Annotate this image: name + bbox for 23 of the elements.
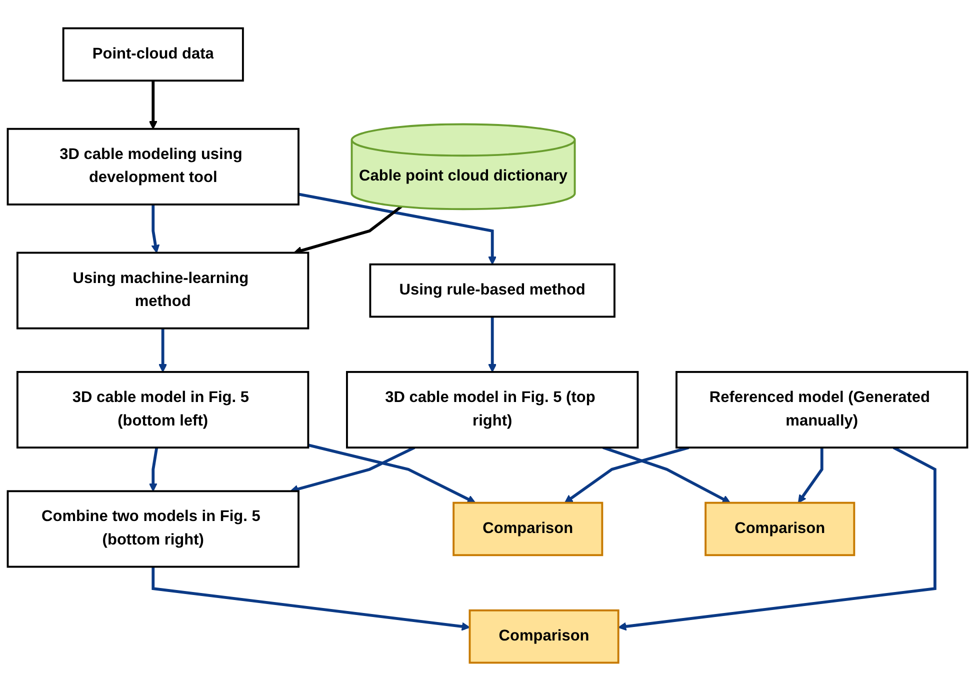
node-box: Comparison <box>468 609 620 664</box>
node-box: Comparison <box>452 502 604 556</box>
arrow <box>148 80 158 130</box>
arrow <box>152 566 470 631</box>
arrow <box>618 446 936 631</box>
node-box: 3D cable model in Fig. 5 (bottom left) <box>16 370 310 449</box>
arrow <box>488 316 497 372</box>
arrow <box>602 446 731 504</box>
node-box: 3D cable model in Fig. 5 (top right) <box>346 370 639 449</box>
node-box: Comparison <box>704 502 856 556</box>
node-box: Using rule-based method <box>369 263 616 318</box>
arrow <box>298 192 497 265</box>
node-box: Referenced model (Generated manually) <box>676 370 968 449</box>
arrow <box>148 447 158 492</box>
arrow <box>798 448 824 504</box>
arrow <box>564 446 690 504</box>
node-box: Using machine-learning method <box>16 252 310 330</box>
arrow <box>158 328 168 372</box>
node-box: Point-cloud data <box>62 27 244 82</box>
node-box: Combine two models in Fig. 5 (bottom right) <box>6 490 300 568</box>
arrow <box>308 444 476 504</box>
node-box: 3D cable modeling using development tool <box>6 128 300 206</box>
arrow <box>151 204 160 254</box>
